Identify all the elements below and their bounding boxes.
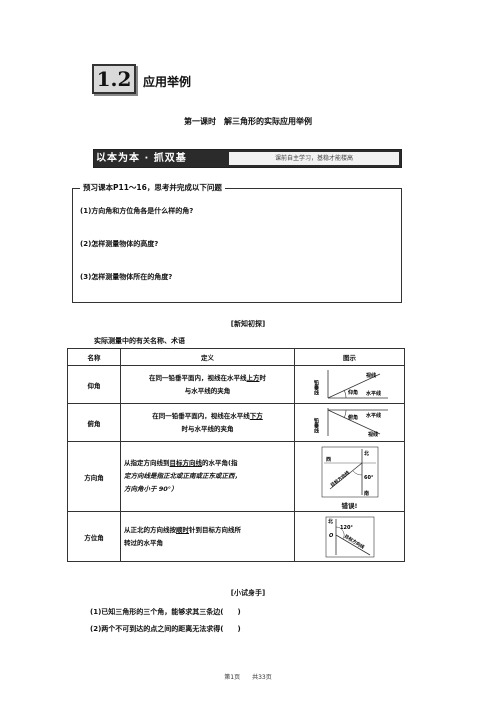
fig-label: 北 <box>328 518 333 525</box>
page-footer: 第1页 共33页 <box>224 674 272 681</box>
terms-intro: 实际测量中的有关名称、术语 <box>94 337 185 345</box>
def-text: 方向角小于 90°） <box>124 485 178 493</box>
depression-diagram: 铅垂线 俯角 视线 水平线 <box>313 407 388 438</box>
practice-title: [小试身手] <box>230 589 266 597</box>
header-definition: 定义 <box>120 348 295 366</box>
term-name: 方向角 <box>67 441 121 512</box>
fig-label: 西 <box>326 456 331 463</box>
def-underlined: 下方 <box>249 411 263 420</box>
header-figure: 图示 <box>294 348 405 366</box>
term-definition: 在同一铅垂平面内，视线在水平线上方时 与水平线的夹角 <box>120 365 295 404</box>
term-name: 仰角 <box>67 365 121 404</box>
table-row: 俯角 在同一铅垂平面内，视线在水平线下方 时与水平线的夹角 铅垂线 俯角 视线 … <box>67 403 405 442</box>
def-text: 定方向线是指正北或正南或正东或正西， <box>124 472 241 480</box>
def-text: 针到目标方向线所 <box>189 525 241 534</box>
term-name: 俯角 <box>67 403 121 442</box>
fig-label: 仰角 <box>347 389 358 396</box>
def-text: 时与水平线的夹角 <box>181 424 234 433</box>
practice-item: (1)已知三角形的三个角，能够求其三条边( ) <box>90 608 241 616</box>
def-underlined: 上方 <box>246 373 260 382</box>
figure-cell: 北 南 西 60° 目标方向线 错误! <box>294 441 405 512</box>
def-text: 时 <box>259 373 267 382</box>
direction-angle-diagram: 北 南 西 60° 目标方向线 <box>321 446 378 498</box>
table-header-row: 名称 定义 图示 <box>67 348 405 366</box>
fig-label: 俯角 <box>348 414 358 421</box>
fig-label: 视线 <box>368 431 378 438</box>
table-row: 仰角 在同一铅垂平面内，视线在水平线上方时 与水平线的夹角 铅垂线 仰角 视线 … <box>67 365 405 404</box>
banner-right-label: 课前自主学习，基稳才能楼高 <box>229 152 399 165</box>
figure-cell: 铅垂线 仰角 视线 水平线 <box>294 365 405 404</box>
banner-left-label: 以本为本 · 抓双基 <box>96 153 187 164</box>
fig-label: 目标方向线 <box>342 532 365 550</box>
def-underlined: 顺时 <box>176 525 189 534</box>
fig-label: 水平线 <box>365 412 381 419</box>
term-definition: 在同一铅垂平面内，视线在水平线下方 时与水平线的夹角 <box>120 403 295 442</box>
def-underlined: 目标方向线 <box>169 459 203 467</box>
section-banner: 以本为本 · 抓双基 课前自主学习，基稳才能楼高 <box>93 149 402 168</box>
term-definition: 从正北的方向线按顺时针到目标方向线所 转过的水平角 <box>120 511 295 562</box>
fig-label: O <box>329 533 334 539</box>
preview-heading: 预习课本P11～16，思考并完成以下问题 <box>80 182 225 193</box>
elevation-diagram: 铅垂线 仰角 视线 水平线 <box>313 369 388 398</box>
azimuth-diagram: 北 O 120° 目标方向线 <box>325 516 374 557</box>
def-text: 与水平线的夹角 <box>184 386 231 395</box>
def-text: 在同一铅垂平面内，视线在水平线 <box>152 411 250 420</box>
fig-label: 南 <box>364 490 369 497</box>
preview-question: (1)方向角和方位角各是什么样的角? <box>80 207 194 215</box>
preview-box <box>72 188 402 303</box>
term-definition: 从指定方向线到目标方向线的水平角(指 定方向线是指正北或正南或正东或正西， 方向… <box>120 441 295 512</box>
practice-item: (2)两个不可到达的点之间的距离无法求得( ) <box>90 625 241 633</box>
table-row: 方向角 从指定方向线到目标方向线的水平角(指 定方向线是指正北或正南或正东或正西… <box>67 441 405 512</box>
def-text: 从指定方向线到 <box>124 459 170 467</box>
fig-label: 目标方向线 <box>328 469 350 489</box>
def-text: 的水平角(指 <box>202 459 238 467</box>
terms-table: 名称 定义 图示 仰角 在同一铅垂平面内，视线在水平线上方时 与水平线的夹角 铅… <box>67 348 405 562</box>
term-name: 方位角 <box>67 511 121 562</box>
figure-cell: 铅垂线 俯角 视线 水平线 <box>294 403 405 442</box>
def-text: 转过的水平角 <box>124 538 163 547</box>
section-title: 应用举例 <box>143 75 192 89</box>
table-row: 方位角 从正北的方向线按顺时针到目标方向线所 转过的水平角 北 O 120° 目… <box>67 511 405 562</box>
lesson-title: 第一课时 解三角形的实际应用举例 <box>184 117 312 126</box>
new-knowledge-title: [新知初探] <box>230 320 266 328</box>
preview-question: (2)怎样测量物体的高度? <box>80 240 159 248</box>
fig-label: 北 <box>364 450 369 457</box>
fig-label: 120° <box>340 525 353 531</box>
def-text: 在同一铅垂平面内，视线在水平线 <box>149 373 247 382</box>
figure-cell: 北 O 120° 目标方向线 <box>294 511 405 562</box>
fig-label: 铅垂线 <box>313 417 320 434</box>
fig-label: 60° <box>364 475 374 481</box>
fig-label: 水平线 <box>365 390 381 397</box>
preview-question: (3)怎样测量物体所在的角度? <box>80 273 173 281</box>
fig-label: 铅垂线 <box>313 379 320 396</box>
figure-caption: 错误! <box>341 502 358 510</box>
header-name: 名称 <box>67 348 121 366</box>
fig-label: 视线 <box>366 372 376 379</box>
section-number-badge: 1.2 <box>92 64 136 94</box>
def-text: 从正北的方向线按 <box>124 525 176 534</box>
